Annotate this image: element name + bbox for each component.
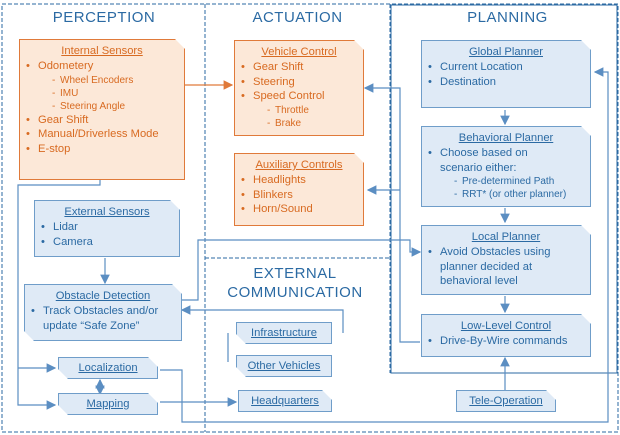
- low-level-control-title: Low-Level Control: [460, 320, 552, 332]
- gear-shift-control-item: Gear Shift: [241, 60, 357, 74]
- infra-to-obstacle: [180, 305, 344, 333]
- horn-item: Horn/Sound: [241, 202, 357, 216]
- internal-sensors-title: Internal Sensors: [61, 45, 143, 57]
- infrastructure-title: Infrastructure: [251, 327, 317, 339]
- obstacle-to-local: [182, 239, 422, 301]
- internal-sensors-box: Internal Sensors Odometery Wheel Encoder…: [19, 39, 185, 180]
- auxiliary-controls-title: Auxiliary Controls: [255, 159, 343, 171]
- vehicle-control-box: Vehicle Control Gear Shift Steering Spee…: [234, 40, 364, 136]
- local-planner-line-2: planner decided at: [440, 260, 533, 273]
- behavioral-line-1: Choose based on: [428, 146, 584, 160]
- localization-box: Localization: [58, 357, 158, 379]
- section-title-external-1: EXTERNAL: [253, 265, 337, 282]
- steering-angle-item: Steering Angle: [26, 100, 178, 113]
- local-planner-title: Local Planner: [471, 231, 541, 243]
- option-rrt: RRT* (or other planner): [428, 188, 584, 201]
- other-vehicles-title: Other Vehicles: [247, 360, 321, 372]
- headquarters-title: Headquarters: [251, 395, 319, 407]
- camera-item: Camera: [41, 235, 173, 249]
- destination-item: Destination: [428, 75, 584, 89]
- local-planner-line-3: behavioral level: [440, 275, 518, 288]
- gear-shift-sensor-item: Gear Shift: [26, 113, 178, 127]
- auxiliary-controls-box: Auxiliary Controls Headlights Blinkers H…: [234, 153, 364, 226]
- loc-to-global: [160, 67, 609, 423]
- tele-operation-box: Tele-Operation: [456, 390, 556, 412]
- headlights-item: Headlights: [241, 173, 357, 187]
- section-title-planning: PLANNING: [467, 9, 548, 26]
- steering-item: Steering: [241, 75, 357, 89]
- tele-operation-title: Tele-Operation: [469, 395, 543, 407]
- blinkers-item: Blinkers: [241, 188, 357, 202]
- region-borders: [1, 3, 619, 433]
- obstacle-line-2: update “Safe Zone”: [43, 319, 140, 332]
- odometry-item: Odometery: [26, 59, 178, 73]
- wheel-encoders-item: Wheel Encoders: [26, 74, 178, 87]
- headquarters-box: Headquarters: [238, 390, 332, 412]
- localization-title: Localization: [78, 362, 138, 374]
- brake-item: Brake: [241, 117, 357, 130]
- section-title-actuation: ACTUATION: [252, 9, 343, 26]
- low-level-control-box: Low-Level Control Drive-By-Wire commands: [421, 314, 591, 357]
- option-predetermined-path: Pre-determined Path: [428, 175, 584, 188]
- behavioral-planner-box: Behavioral Planner Choose based on scena…: [421, 126, 591, 207]
- local-planner-line-1: Avoid Obstacles using: [428, 245, 584, 259]
- mapping-box: Mapping: [58, 393, 158, 415]
- trunk-to-mapping: [17, 180, 101, 410]
- planning-border: [390, 4, 618, 374]
- imu-item: IMU: [26, 87, 178, 100]
- section-title-external-2: COMMUNICATION: [227, 284, 363, 301]
- obstacle-detection-title: Obstacle Detection: [55, 290, 151, 302]
- lowlevel-to-vehicle: [363, 83, 420, 343]
- throttle-item: Throttle: [241, 104, 357, 117]
- section-title-perception: PERCEPTION: [52, 9, 156, 26]
- mode-item: Manual/Driverless Mode: [26, 127, 178, 141]
- obstacle-line-1: Track Obstacles and/or: [31, 304, 175, 318]
- vehicle-control-title: Vehicle Control: [261, 46, 337, 58]
- mapping-title: Mapping: [86, 398, 130, 410]
- behavioral-line-2: scenario either:: [440, 161, 517, 174]
- drive-by-wire-item: Drive-By-Wire commands: [428, 334, 584, 348]
- infrastructure-box: Infrastructure: [236, 322, 332, 344]
- estop-item: E-stop: [26, 142, 178, 156]
- speed-control-item: Speed Control: [241, 89, 357, 103]
- external-sensors-title: External Sensors: [64, 206, 150, 218]
- local-planner-box: Local Planner Avoid Obstacles using plan…: [421, 225, 591, 295]
- other-vehicles-box: Other Vehicles: [236, 355, 332, 377]
- behavioral-planner-title: Behavioral Planner: [458, 132, 554, 144]
- external-sensors-box: External Sensors Lidar Camera: [34, 200, 180, 257]
- obstacle-detection-box: Obstacle Detection Track Obstacles and/o…: [24, 284, 182, 341]
- global-planner-box: Global Planner Current Location Destinat…: [421, 40, 591, 108]
- global-planner-title: Global Planner: [468, 46, 543, 58]
- lidar-item: Lidar: [41, 220, 173, 234]
- current-location-item: Current Location: [428, 60, 584, 74]
